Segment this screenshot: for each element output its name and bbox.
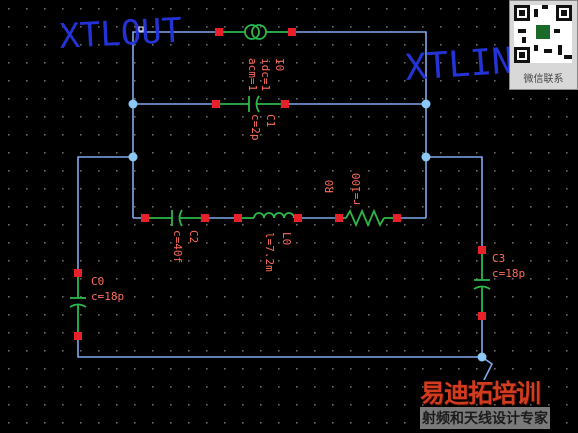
watermark-title: 易迪拓培训 xyxy=(420,379,541,408)
c1-name: C1 xyxy=(264,114,277,127)
resistor-zigzag xyxy=(345,208,385,228)
cursor-marker xyxy=(138,26,144,32)
annotation-xtlin: XTLIN xyxy=(404,41,515,89)
pins xyxy=(74,28,486,340)
wire-to-c3 xyxy=(426,156,483,250)
c0-plate-curved xyxy=(69,303,87,308)
qr-code-image xyxy=(514,5,572,63)
c0-name: C0 xyxy=(91,275,104,288)
c1-plate-curved xyxy=(255,95,260,113)
c2-name: C2 xyxy=(187,230,200,243)
r0-value: r=100 xyxy=(350,173,363,206)
wire-top-right xyxy=(292,31,427,104)
source-param-acm: acm=1 xyxy=(246,58,259,91)
wire-bottom xyxy=(77,336,482,358)
watermark-logo: 易迪拓培训 射频和天线设计专家 xyxy=(420,374,578,433)
qr-caption: 微信联系 xyxy=(523,74,564,85)
current-source-symbol xyxy=(244,24,260,40)
devices xyxy=(69,24,491,336)
qr-code-panel: 微信联系 xyxy=(509,0,578,90)
wires xyxy=(77,31,494,381)
r0-name: R0 xyxy=(323,180,336,193)
c2-value: c=40f xyxy=(171,230,184,263)
c1-value: c=2p xyxy=(249,114,262,141)
l0-name: L0 xyxy=(280,232,293,245)
c3-value: c=18p xyxy=(492,267,525,280)
l0-value: l=7.2m xyxy=(263,232,276,272)
wire-top-left xyxy=(132,31,219,104)
source-name: I0 xyxy=(273,58,286,71)
c3-name: C3 xyxy=(492,252,505,265)
c3-plate-curved xyxy=(473,285,491,290)
source-param-idc: idc=1 xyxy=(259,58,272,91)
watermark-subtitle: 射频和天线设计专家 xyxy=(420,407,550,429)
c0-value: c=18p xyxy=(91,290,124,303)
annotation-xtlout: XTLOUT xyxy=(58,11,183,57)
c2-plate-curved xyxy=(178,209,183,227)
wire-to-c0 xyxy=(77,156,133,273)
junctions xyxy=(128,99,487,362)
inductor-coil xyxy=(253,212,295,219)
